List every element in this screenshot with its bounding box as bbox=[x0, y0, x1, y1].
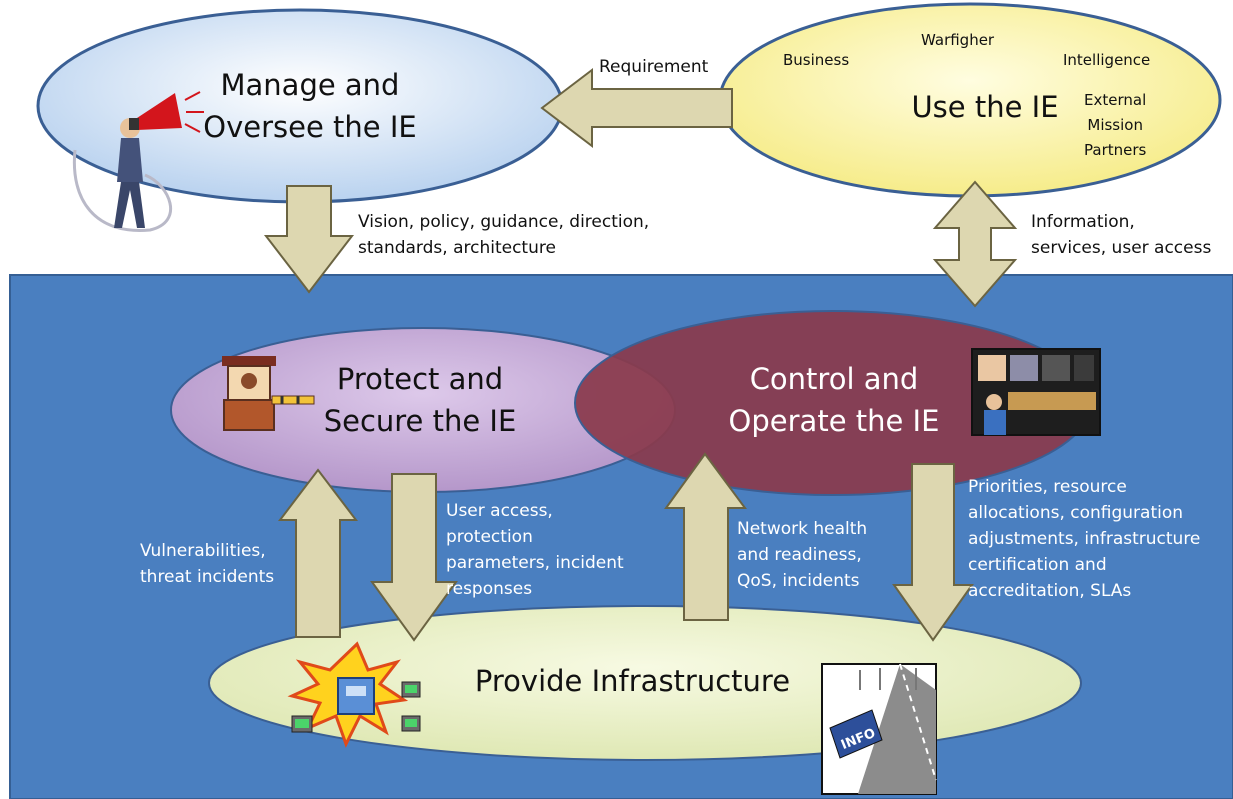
information-services-arrow bbox=[932, 180, 1018, 308]
megaphone-person-icon bbox=[72, 91, 204, 232]
warfighter-label: Warfigher bbox=[921, 31, 995, 49]
guard-booth-icon bbox=[222, 356, 315, 431]
vision-policy-label: Vision, policy, guidance, direction, sta… bbox=[358, 212, 650, 258]
requirement-label: Requirement bbox=[599, 57, 709, 77]
vulnerabilities-label: Vulnerabilities, threat incidents bbox=[140, 541, 275, 587]
info-highway-icon: INFO bbox=[821, 663, 937, 795]
priorities-down-arrow bbox=[892, 463, 974, 642]
network-health-up-arrow bbox=[664, 452, 747, 621]
control-operate-label: Control and Operate the IE bbox=[728, 362, 940, 438]
vulnerabilities-up-arrow bbox=[277, 468, 359, 638]
network-health-label: Network health and readiness, QoS, incid… bbox=[737, 519, 868, 591]
requirement-arrow bbox=[540, 67, 733, 149]
priorities-label: Priorities, resource allocations, config… bbox=[968, 477, 1201, 601]
external-partners-label: External Mission Partners bbox=[1084, 91, 1147, 159]
user-access-down-arrow bbox=[370, 473, 458, 642]
intelligence-label: Intelligence bbox=[1063, 51, 1151, 69]
vision-policy-arrow bbox=[263, 185, 355, 294]
provide-infrastructure-label: Provide Infrastructure bbox=[474, 664, 791, 698]
use-ie-label: Use the IE bbox=[911, 90, 1059, 124]
control-room-icon bbox=[971, 348, 1101, 436]
manage-oversee-label: Manage and Oversee the IE bbox=[203, 68, 417, 144]
business-label: Business bbox=[783, 51, 850, 69]
network-burst-icon bbox=[287, 641, 421, 748]
user-access-label: User access, protection parameters, inci… bbox=[446, 501, 624, 599]
information-services-label: Information, services, user access bbox=[1031, 212, 1212, 258]
protect-secure-label: Protect and Secure the IE bbox=[323, 362, 517, 438]
